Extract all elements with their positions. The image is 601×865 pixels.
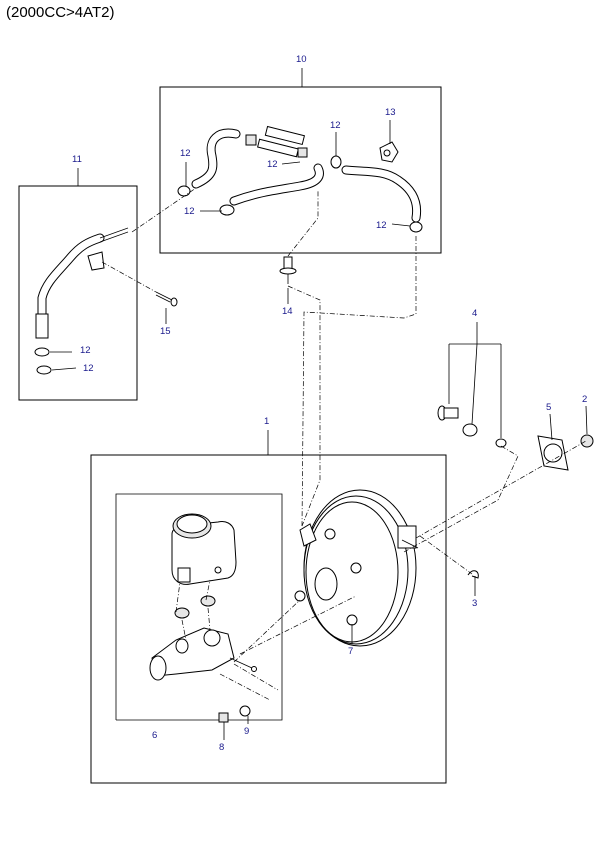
callout-labels: 10 11 12 12 12 12 13 12 14 15 12 12 4 5 …	[72, 54, 587, 753]
diagram-title: (2000CC>4AT2)	[6, 4, 115, 21]
callout-2: 2	[582, 394, 587, 405]
callout-9: 9	[244, 726, 249, 737]
callout-5: 5	[546, 402, 551, 413]
callout-7: 7	[348, 646, 353, 657]
leader-lines	[50, 68, 588, 740]
callout-15: 15	[160, 326, 171, 337]
callout-3: 3	[472, 598, 477, 609]
bolt-14	[279, 256, 297, 284]
gasket-5	[537, 435, 569, 471]
callout-10: 10	[296, 54, 307, 65]
callout-14: 14	[282, 306, 293, 317]
hose-assembly-10	[177, 125, 423, 233]
clamp-12-c	[330, 155, 342, 169]
callout-11: 11	[72, 154, 82, 165]
nut-2	[580, 434, 594, 448]
bolt-15	[155, 291, 173, 301]
callout-12-b: 12	[184, 206, 195, 217]
fittings-4	[437, 405, 507, 448]
callout-8: 8	[219, 742, 224, 753]
clamp-12-d	[409, 221, 423, 233]
callout-13: 13	[385, 107, 396, 118]
callout-12-a: 12	[180, 148, 191, 159]
connection-lines	[101, 187, 587, 701]
callout-6: 6	[152, 730, 157, 741]
group-box-11	[18, 185, 138, 401]
clamp-12-b	[219, 204, 235, 216]
clamp-12-a	[177, 185, 191, 197]
callout-12-d: 12	[330, 120, 341, 131]
clamp-12-e	[34, 347, 50, 357]
callout-4: 4	[472, 308, 477, 319]
hose-assembly-11	[34, 227, 178, 375]
nut-8	[218, 712, 229, 723]
callout-12-c: 12	[267, 159, 278, 170]
callout-12-f: 12	[80, 345, 91, 356]
clamp-12-f	[36, 365, 52, 375]
callout-12-e: 12	[376, 220, 387, 231]
group-box-10	[159, 86, 442, 254]
washer-9	[239, 705, 251, 717]
callout-1: 1	[264, 416, 269, 427]
master-cylinder-6	[149, 513, 257, 723]
callout-12-g: 12	[83, 363, 94, 374]
group-box-1	[90, 454, 447, 784]
brake-booster-7	[294, 489, 419, 647]
